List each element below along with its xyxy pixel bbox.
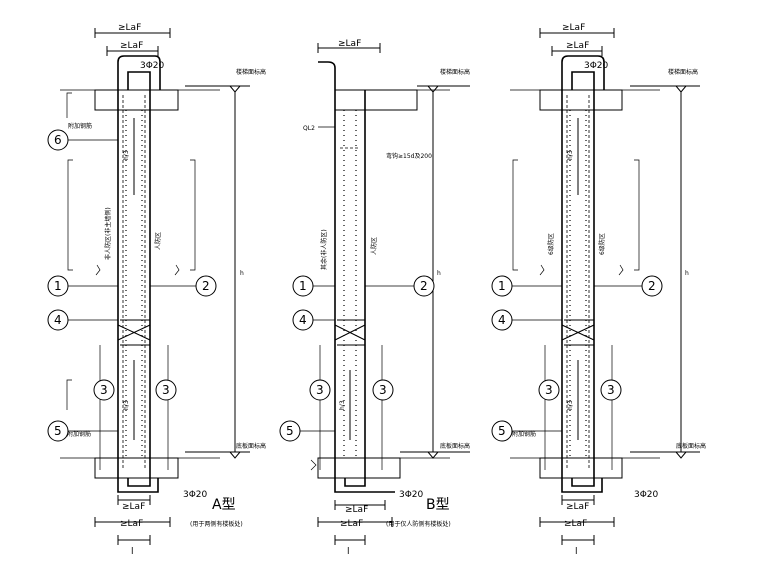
laf-bottom-c-inner: ≥LaF <box>566 502 589 512</box>
laf-top-a-outer: ≥LaF <box>118 23 141 33</box>
l-dim-a: l <box>131 547 134 557</box>
h-a: h <box>240 270 244 277</box>
h3-bottom-c: h/3 <box>567 400 574 410</box>
panel-a: ≥LaF ≥LaF 3Φ20 h/3 h/3 非人防区(非主墙侧) 人防区 <box>60 23 266 557</box>
extra-bar-a: 附加钢筋 <box>67 430 91 438</box>
type-label-a: A型 <box>212 497 236 513</box>
bottom-level-c: 底板面标高 <box>676 442 706 450</box>
callout-3-a-left-text: 3 <box>100 383 108 397</box>
callout-4-a <box>47 309 69 331</box>
rebar-bottom-a: 3Φ20 <box>183 490 208 500</box>
callout-6-a-text: 6 <box>54 133 62 147</box>
laf-top-a-inner: ≥LaF <box>120 41 143 51</box>
callout-3-c-left-text: 3 <box>545 383 553 397</box>
callout-1-c <box>491 275 513 297</box>
extra-rib-a: 附加钢筋 <box>68 122 92 130</box>
panel-c: ≥LaF ≥LaF 3Φ20 h/3 h/3 6级防区 6级防区 <box>510 23 706 557</box>
callout-3-b-right <box>372 379 394 401</box>
h-c: h <box>685 270 689 277</box>
callout-4-c <box>491 309 513 331</box>
laf-bottom-a-inner: ≥LaF <box>122 502 145 512</box>
callout-3-b-left-text: 3 <box>316 383 324 397</box>
callout-4-c-text: 4 <box>498 313 506 327</box>
laf-bottom-b-inner: ≥LaF <box>345 505 368 515</box>
laf-bottom-c-outer: ≥LaF <box>564 519 587 529</box>
h3-top-c: h/3 <box>567 150 574 160</box>
top-level-b: 楼梯面标高 <box>440 68 470 76</box>
callout-3-c-right <box>600 379 622 401</box>
callout-3-c-left <box>538 379 560 401</box>
callout-4-a-text: 4 <box>54 313 62 327</box>
callout-1-a <box>47 275 69 297</box>
callout-5-b-text: 5 <box>286 424 294 438</box>
zone-left-b: 其余(非人防区) <box>320 229 328 270</box>
callout-6-a <box>47 129 69 151</box>
zone-right-c: 6级防区 <box>598 233 606 255</box>
callout-2-a <box>195 275 217 297</box>
caption-a: (用于两侧有楼板处) <box>190 520 243 528</box>
laf-top-c-outer: ≥LaF <box>562 23 585 33</box>
zone-right-b: 人防区 <box>370 237 378 255</box>
bottom-level-b: 底板面标高 <box>440 442 470 450</box>
col-tag-b: QL2 <box>303 125 315 132</box>
extra-bar-c: 附加钢筋 <box>512 430 536 438</box>
rebar-top-c: 3Φ20 <box>584 61 609 71</box>
callout-5-a-text: 5 <box>54 424 62 438</box>
callout-3-c-right-text: 3 <box>607 383 615 397</box>
top-level-c: 楼梯面标高 <box>668 68 698 76</box>
callout-2-b <box>413 275 435 297</box>
callout-2-c <box>641 275 663 297</box>
panel-b: ≥LaF QL2 弯钩≥15d及200 其余(非人防区) 人防区 h/3 3Φ2… <box>303 39 470 557</box>
bottom-level-a: 底板面标高 <box>236 442 266 450</box>
laf-bottom-b-outer: ≥LaF <box>340 519 363 529</box>
callout-1-b-text: 1 <box>299 279 307 293</box>
callout-5-b <box>279 420 301 442</box>
callout-3-a-right-text: 3 <box>162 383 170 397</box>
callout-5-c <box>491 420 513 442</box>
callout-2-b-text: 2 <box>420 279 428 293</box>
rebar-top-a: 3Φ20 <box>140 61 165 71</box>
callout-5-c-text: 5 <box>498 424 506 438</box>
callout-1-a-text: 1 <box>54 279 62 293</box>
callout-5-a <box>47 420 69 442</box>
laf-bottom-a-outer: ≥LaF <box>120 519 143 529</box>
callout-2-c-text: 2 <box>648 279 656 293</box>
l-dim-b: l <box>347 547 350 557</box>
l-dim-c: l <box>575 547 578 557</box>
callout-3-a-right <box>155 379 177 401</box>
h-b: h <box>437 270 441 277</box>
laf-top-c-inner: ≥LaF <box>566 41 589 51</box>
caption-b: (用于仅人防侧有楼板处) <box>386 520 451 528</box>
callout-4-b-text: 4 <box>299 313 307 327</box>
hook-note-b: 弯钩≥15d及200 <box>386 152 432 160</box>
laf-top-b: ≥LaF <box>338 39 361 49</box>
h3-b: h/3 <box>339 400 346 410</box>
callout-3-a-left <box>93 379 115 401</box>
callout-3-b-right-text: 3 <box>379 383 387 397</box>
h3-top-a: h/3 <box>123 150 130 160</box>
rebar-bottom-c: 3Φ20 <box>634 490 659 500</box>
rebar-bottom-b: 3Φ20 <box>399 490 424 500</box>
zone-left-c: 6级防区 <box>547 233 555 255</box>
callout-3-b-left <box>309 379 331 401</box>
type-label-b: B型 <box>426 497 450 513</box>
callouts: 1 2 4 3 3 5 6 1 2 4 3 3 5 <box>47 129 663 442</box>
zone-left-a: 非人防区(非主墙侧) <box>104 207 112 260</box>
top-level-a: 楼梯面标高 <box>236 68 266 76</box>
h3-bottom-a: h/3 <box>123 400 130 410</box>
callout-1-c-text: 1 <box>498 279 506 293</box>
zone-right-a: 人防区 <box>154 232 162 250</box>
callout-4-b <box>292 309 314 331</box>
callout-1-b <box>292 275 314 297</box>
callout-2-a-text: 2 <box>202 279 210 293</box>
